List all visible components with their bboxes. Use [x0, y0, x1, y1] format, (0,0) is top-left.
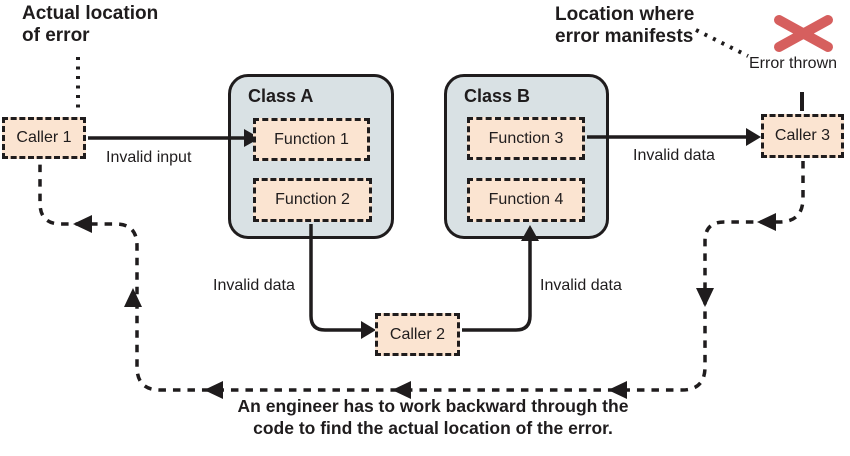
trace-arrowhead-left-3 [392, 381, 411, 399]
caller2-node: Caller 2 [375, 313, 460, 356]
arrow-caller1-to-function1 [88, 129, 260, 147]
actual-location-line1: Actual location [22, 3, 159, 24]
manifest-location-annotation: Location where error manifests [555, 4, 694, 48]
class-a-label: Class A [248, 86, 314, 106]
function4-node: Function 4 [467, 178, 585, 222]
actual-location-annotation: Actual location of error [22, 3, 158, 47]
function1-node: Function 1 [253, 118, 370, 161]
manifest-location-line1: Location where [555, 4, 695, 25]
backward-trace-path [38, 161, 805, 399]
bottom-caption: An engineer has to work backward through… [150, 395, 716, 439]
caller1-node: Caller 1 [2, 117, 86, 159]
arrow-caller2-to-function4 [462, 225, 539, 332]
function2-node: Function 2 [253, 178, 372, 222]
invalid-data-label-right: Invalid data [540, 277, 622, 294]
manifest-location-leader-dotted-line [695, 28, 749, 58]
caption-line1: An engineer has to work backward through… [237, 396, 629, 416]
trace-arrowhead-left-4 [204, 381, 223, 399]
manifest-location-line2: error manifests [555, 26, 694, 47]
actual-location-line2: of error [22, 25, 90, 46]
class-b-label: Class B [464, 86, 531, 106]
trace-arrowhead-up [124, 288, 142, 307]
invalid-data-label-left: Invalid data [213, 277, 295, 294]
function3-node: Function 3 [467, 117, 585, 160]
arrow-function2-to-caller2 [309, 224, 376, 339]
trace-arrowhead-left-5 [73, 215, 92, 233]
error-thrown-label: Error thrown [749, 55, 838, 72]
arrow-function3-to-caller3 [587, 128, 761, 146]
error-x-icon [774, 15, 833, 52]
invalid-input-label: Invalid input [106, 149, 192, 166]
caller3-node: Caller 3 [761, 114, 844, 158]
trace-arrowhead-left-1 [757, 213, 776, 231]
invalid-data-label-top: Invalid data [633, 147, 715, 164]
trace-arrowhead-left-2 [608, 381, 627, 399]
caption-line2: code to find the actual location of the … [253, 418, 613, 438]
trace-arrowhead-down [696, 288, 714, 307]
